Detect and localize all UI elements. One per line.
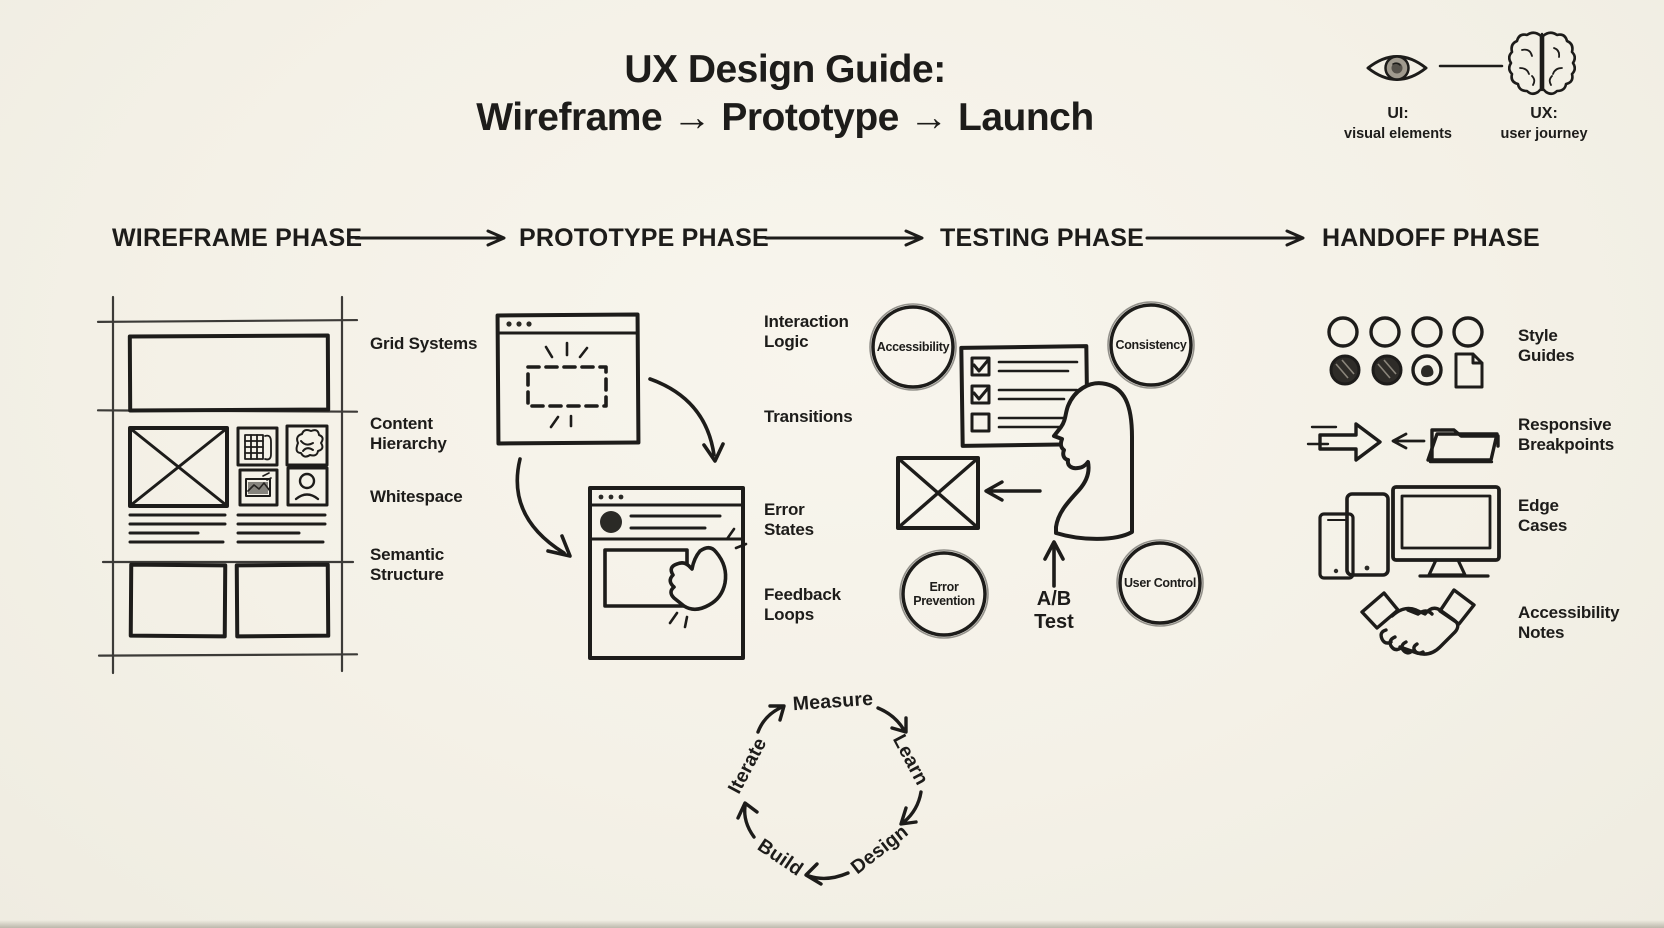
- phase-header-handoff: HANDOFF PHASE: [1322, 224, 1540, 252]
- browser-window-icon: [498, 315, 639, 444]
- label-error-states: Error States: [764, 500, 814, 539]
- transition-arrow-right: [650, 379, 723, 461]
- variant-image-placeholder-icon: [898, 458, 978, 528]
- label-edge-cases: Edge Cases: [1518, 496, 1568, 535]
- legend-ux: UX: user journey: [1486, 104, 1602, 144]
- label-transitions: Transitions: [764, 407, 853, 426]
- arrow-wireframe-to-prototype: [352, 229, 512, 247]
- legend-ui-term: UI:: [1387, 105, 1409, 122]
- avatar-dot: [600, 511, 622, 533]
- title-line-1: UX Design Guide:: [624, 48, 946, 91]
- label-grid-systems: Grid Systems: [370, 334, 478, 353]
- prototype-sketch: [478, 293, 773, 673]
- phone-icon: [1320, 514, 1353, 578]
- folder-icon: [1428, 430, 1498, 462]
- legend-ui-desc: visual elements: [1344, 125, 1452, 142]
- brain-icon: [1508, 28, 1576, 98]
- arrow-testing-to-handoff: [1143, 229, 1311, 247]
- person-icon: [296, 474, 318, 499]
- eye-icon: [1362, 46, 1432, 90]
- emphasis-sparks: [546, 343, 587, 427]
- error-prevention-circle: [903, 553, 985, 635]
- ab-test-arrow-up: [1045, 542, 1063, 586]
- phase-header-testing: TESTING PHASE: [940, 224, 1145, 252]
- arrow-design-to-build: [806, 864, 848, 884]
- text-lines: [130, 515, 325, 542]
- label-interaction-logic: Interaction Logic: [764, 312, 849, 351]
- label-accessibility-notes: Accessibility Notes: [1518, 603, 1620, 642]
- label-semantic-structure: Semantic Structure: [370, 545, 444, 584]
- scribble-icon: [297, 430, 323, 457]
- legend-ui: UI: visual elements: [1338, 104, 1458, 144]
- iteration-cycle-arrows: [720, 670, 950, 895]
- small-left-arrow: [1393, 434, 1424, 448]
- title-line-2: Wireframe → Prototype → Launch: [476, 95, 1094, 139]
- arrow-measure-to-learn: [878, 708, 906, 732]
- phase-header-wireframe: WIREFRAME PHASE: [112, 224, 363, 252]
- image-placeholder-icon: [130, 428, 227, 506]
- color-swatches-icon: [1329, 318, 1482, 387]
- person-silhouette-icon: [1054, 383, 1132, 539]
- document-icon: [1456, 354, 1482, 387]
- dashed-selection-box: [528, 367, 606, 406]
- tap-hand-icon: [670, 529, 746, 627]
- label-content-hierarchy: Content Hierarchy: [370, 414, 447, 453]
- photo-icon: [246, 473, 271, 496]
- table-icon: [245, 435, 271, 459]
- label-style-guides: Style Guides: [1518, 326, 1575, 365]
- label-consistency: Consistency: [1115, 338, 1187, 352]
- compare-arrow-left: [986, 482, 1040, 500]
- block-arrow-icon: [1308, 424, 1380, 460]
- label-ab-test: A/B Test: [1034, 588, 1074, 633]
- legend-ux-desc: user journey: [1500, 125, 1588, 142]
- wireframe-sketch: [95, 283, 360, 678]
- monitor-icon: [1393, 487, 1499, 576]
- tablet-icon: [1347, 494, 1388, 575]
- legend-divider-line: [1437, 62, 1505, 70]
- phase-header-prototype: PROTOTYPE PHASE: [519, 224, 769, 252]
- browser-window-2-icon: [590, 488, 746, 658]
- user-control-circle: [1120, 543, 1200, 623]
- handoff-sketch: [1238, 288, 1518, 678]
- label-error-prevention: Error Prevention: [913, 580, 975, 608]
- label-responsive-breakpoints: Responsive Breakpoints: [1518, 415, 1615, 454]
- wireframe-icon-grid: [238, 426, 327, 505]
- label-feedback-loops: Feedback Loops: [764, 585, 841, 624]
- label-whitespace: Whitespace: [370, 487, 463, 506]
- transition-arrow-left: [517, 459, 570, 556]
- arrow-iterate-to-measure: [758, 706, 784, 732]
- consistency-circle: [1111, 305, 1191, 385]
- handshake-icon: [1362, 590, 1474, 654]
- arrow-prototype-to-testing: [762, 229, 930, 247]
- page-title: UX Design Guide: Wireframe → Prototype →…: [300, 46, 1270, 141]
- wireframe-header-block: [130, 335, 328, 410]
- label-accessibility: Accessibility: [876, 340, 950, 354]
- arrow-build-to-iterate: [738, 803, 757, 837]
- legend-ux-term: UX:: [1530, 105, 1558, 122]
- accessibility-circle: [873, 307, 953, 387]
- testing-sketch: [868, 272, 1213, 652]
- label-user-control: User Control: [1123, 576, 1197, 590]
- arrow-learn-to-design: [901, 792, 921, 824]
